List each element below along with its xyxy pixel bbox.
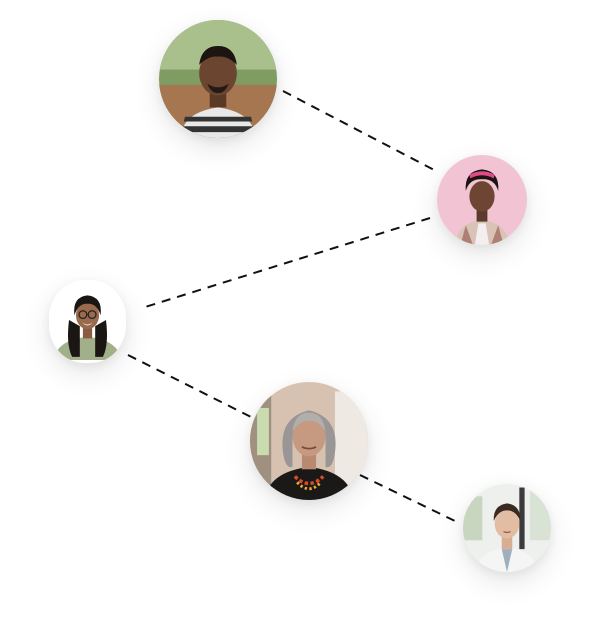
connection-line-4 <box>359 474 456 522</box>
avatar-man-long-hair-glasses <box>49 280 126 363</box>
portrait-image <box>49 283 126 360</box>
portrait-image <box>250 382 368 500</box>
avatar-woman-white-coat <box>463 484 551 572</box>
avatar-woman-pink-background <box>437 155 527 245</box>
connection-line-3 <box>127 354 254 419</box>
portrait-image <box>437 155 527 245</box>
avatar-man-striped-shirt <box>159 20 277 138</box>
connection-line-2 <box>141 217 431 309</box>
portrait-image <box>159 20 277 138</box>
connection-line-1 <box>282 90 439 173</box>
portrait-image <box>463 484 551 572</box>
avatar-older-woman-gray-hair <box>250 382 368 500</box>
